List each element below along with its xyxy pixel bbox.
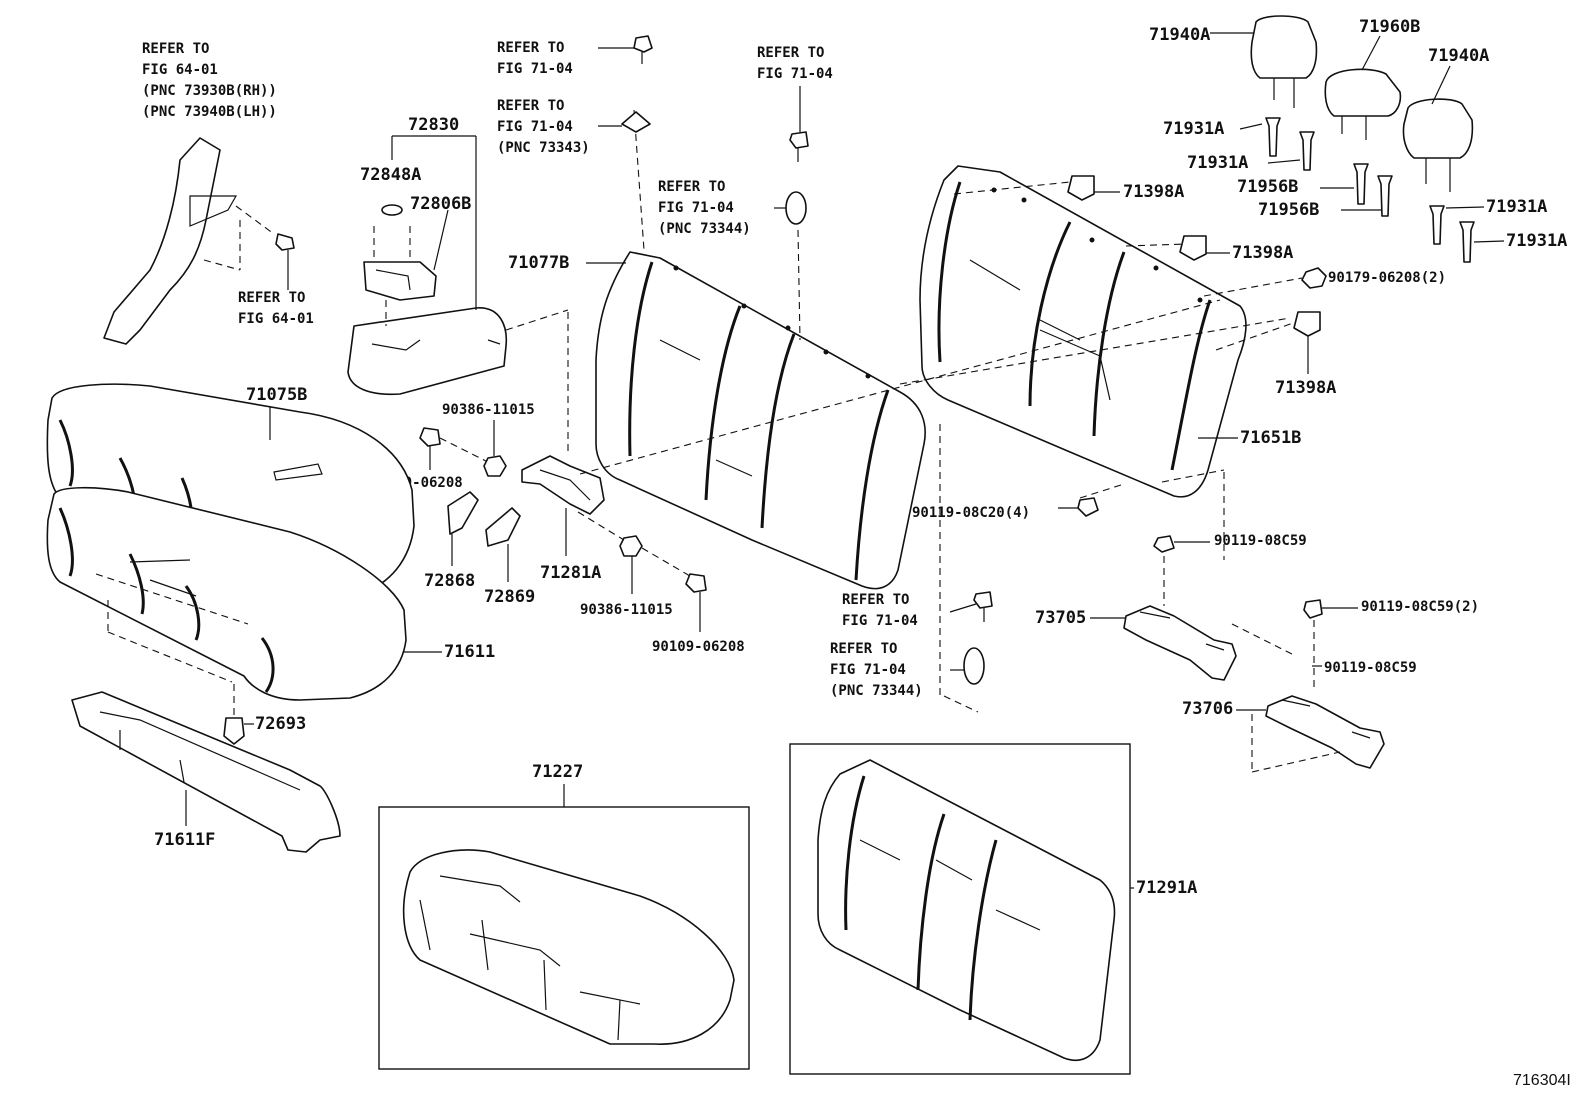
figure-id: 716304I [1513, 1072, 1571, 1089]
ref-fig-71-04-pnc-73344-b: REFER TO FIG 71-04 (PNC 73344) [830, 641, 923, 699]
label-71398A-b: 71398A [1232, 243, 1293, 263]
ref-fig-71-04-bottom-bolt: REFER TO FIG 71-04 [842, 592, 918, 629]
nut-90179-06208 [1301, 267, 1327, 289]
ref-fig-64-01-mid: REFER TO FIG 64-01 [238, 290, 314, 327]
label-72868: 72868 [424, 571, 475, 591]
label-71940A-right: 71940A [1428, 46, 1489, 66]
label-71291A: 71291A [1136, 878, 1197, 898]
cup-holder-72806B [363, 261, 437, 301]
headrest-71940A-left [1250, 15, 1318, 108]
label-71077B: 71077B [508, 253, 569, 273]
armrest-72830 [347, 307, 508, 396]
foam-cushion-71227 [402, 849, 735, 1045]
plate-72869 [485, 507, 521, 547]
seat-cushion-71611 [46, 486, 407, 701]
label-71940A-left: 71940A [1149, 25, 1210, 45]
clip-72693 [223, 717, 245, 745]
label-72693: 72693 [255, 714, 306, 734]
support-71931A-b [1299, 131, 1315, 171]
label-90119-08C59-b: 90119-08C59 [1324, 660, 1417, 676]
latch-73706 [1265, 695, 1385, 769]
bolt-left-trim [275, 233, 295, 251]
support-71931A-a [1265, 117, 1281, 157]
label-71611: 71611 [444, 642, 495, 662]
label-71398A-c: 71398A [1275, 378, 1336, 398]
bolt-top-center-a [633, 35, 653, 64]
clip-71398A-a [1067, 175, 1095, 201]
label-72806B: 72806B [410, 194, 471, 214]
nut-90386-11015-b [619, 535, 643, 557]
latch-73705 [1123, 605, 1237, 681]
support-71956B-b [1377, 175, 1393, 217]
bolt-90119-08C59-2 [1303, 599, 1323, 619]
washer-pnc-73343 [621, 111, 651, 133]
label-71075B: 71075B [246, 385, 307, 405]
headrest-71940A-right [1402, 98, 1474, 192]
bolt-90119-08C20 [1077, 497, 1099, 517]
bolt-bottom-center [973, 591, 993, 622]
label-71398A-a: 71398A [1123, 182, 1184, 202]
side-trim-panel [103, 137, 238, 345]
label-71281A: 71281A [540, 563, 601, 583]
label-90109-06208-b: 90109-06208 [652, 639, 745, 655]
bolt-90119-08C59-a [1153, 535, 1175, 553]
label-71956B-b: 71956B [1258, 200, 1319, 220]
washer-pnc-73344-a [785, 191, 807, 225]
headrest-71960B [1324, 68, 1402, 140]
label-71931A-a: 71931A [1163, 119, 1224, 139]
label-72848A: 72848A [360, 165, 421, 185]
ref-fig-71-04-bolt-top: REFER TO FIG 71-04 [497, 40, 573, 77]
pad-72848A [381, 204, 403, 216]
ref-fig-71-04-center-top: REFER TO FIG 71-04 [757, 45, 833, 82]
clip-71398A-c [1293, 311, 1321, 337]
label-72869: 72869 [484, 587, 535, 607]
bracket-71611F [71, 691, 341, 853]
clip-71398A-b [1179, 235, 1207, 261]
support-71931A-c [1429, 205, 1445, 245]
bolt-top-center-b [789, 131, 809, 162]
nut-90386-11015-a [483, 455, 507, 477]
plate-72868 [447, 491, 479, 535]
label-71227: 71227 [532, 762, 583, 782]
label-90179-06208: 90179-06208(2) [1328, 270, 1446, 286]
ref-fig-71-04-pnc-73343: REFER TO FIG 71-04 (PNC 73343) [497, 98, 590, 156]
support-71931A-d [1459, 221, 1475, 263]
label-90386-11015-b: 90386-11015 [580, 602, 673, 618]
support-71956B-a [1353, 163, 1369, 205]
ref-fig-71-04-pnc-73344-a: REFER TO FIG 71-04 (PNC 73344) [658, 179, 751, 237]
label-73706: 73706 [1182, 699, 1233, 719]
label-71931A-b: 71931A [1187, 153, 1248, 173]
foam-back-71291A [817, 759, 1116, 1062]
seatback-71651B [919, 165, 1247, 498]
label-71611F: 71611F [154, 830, 215, 850]
label-72830: 72830 [408, 115, 459, 135]
label-71960B: 71960B [1359, 17, 1420, 37]
label-90386-11015-a: 90386-11015 [442, 402, 535, 418]
washer-pnc-73344-b [963, 647, 985, 685]
label-73705: 73705 [1035, 608, 1086, 628]
label-90119-08C20: 90119-08C20(4) [912, 505, 1030, 521]
label-71931A-c: 71931A [1486, 197, 1547, 217]
label-71931A-d: 71931A [1506, 231, 1567, 251]
label-90119-08C59-a: 90119-08C59 [1214, 533, 1307, 549]
bolt-90109-06208-a [419, 427, 441, 447]
label-71956B-a: 71956B [1237, 177, 1298, 197]
hinge-71281A [521, 455, 605, 515]
seatback-71077B [595, 251, 926, 590]
box-71291A [789, 743, 1131, 1075]
ref-fig-64-01-top: REFER TO FIG 64-01 (PNC 73930B(RH)) (PNC… [142, 41, 285, 120]
label-90119-08C59-2: 90119-08C59(2) [1361, 599, 1479, 615]
label-71651B: 71651B [1240, 428, 1301, 448]
bolt-90109-06208-b [685, 573, 707, 593]
